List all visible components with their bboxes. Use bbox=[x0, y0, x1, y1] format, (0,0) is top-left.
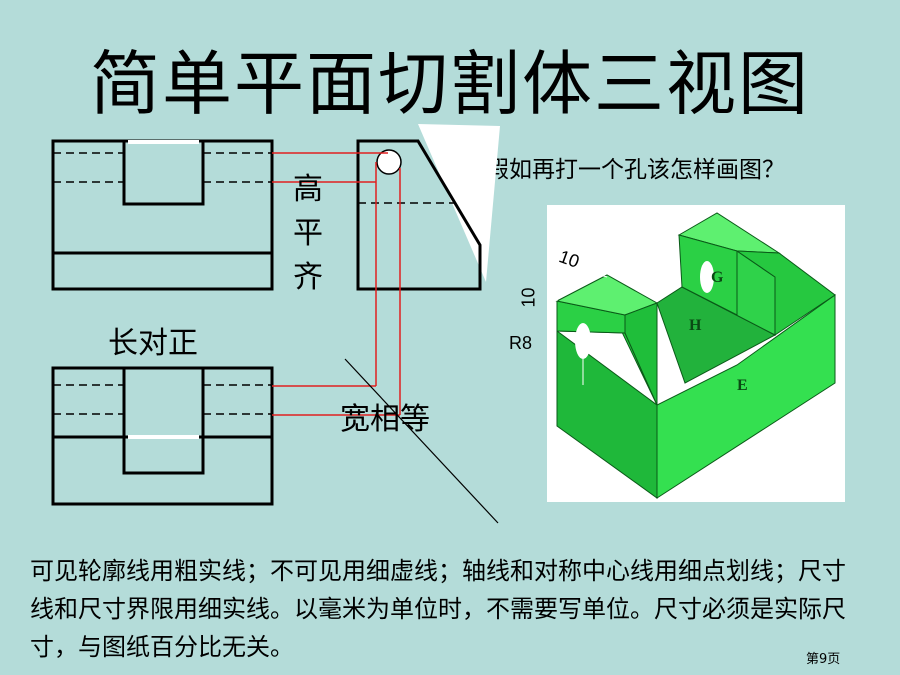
isometric-solid bbox=[552, 212, 836, 499]
label-high-level: 高 平 齐 bbox=[293, 172, 323, 295]
dim-r8: R8 bbox=[509, 333, 533, 353]
projection-lines bbox=[272, 152, 401, 416]
description-text: 可见轮廓线用粗实线；不可见用细虚线；轴线和对称中心线用细点划线；尺寸线和尺寸界限… bbox=[30, 557, 846, 661]
face-label-e: E bbox=[737, 377, 748, 394]
question-text: 假如再打一个孔该怎样画图？ bbox=[486, 157, 785, 183]
face-label-h: H bbox=[689, 317, 702, 334]
front-view bbox=[51, 139, 274, 291]
page-number: 第9页 bbox=[806, 652, 841, 667]
slide-title: 简单平面切割体三视图 bbox=[90, 43, 810, 125]
label-long-aligned: 长对正 bbox=[108, 326, 198, 361]
face-label-g: G bbox=[711, 269, 724, 286]
dim-10-side: 10 bbox=[518, 287, 539, 308]
label-wide-equal: 宽相等 bbox=[340, 402, 430, 437]
top-view bbox=[51, 366, 274, 506]
hole-back-icon bbox=[700, 261, 714, 293]
mitre-line bbox=[344, 358, 499, 524]
side-view bbox=[356, 139, 482, 291]
hole-circle bbox=[376, 149, 402, 175]
isometric-view-panel: 10 10 R8 G H E bbox=[509, 205, 845, 502]
